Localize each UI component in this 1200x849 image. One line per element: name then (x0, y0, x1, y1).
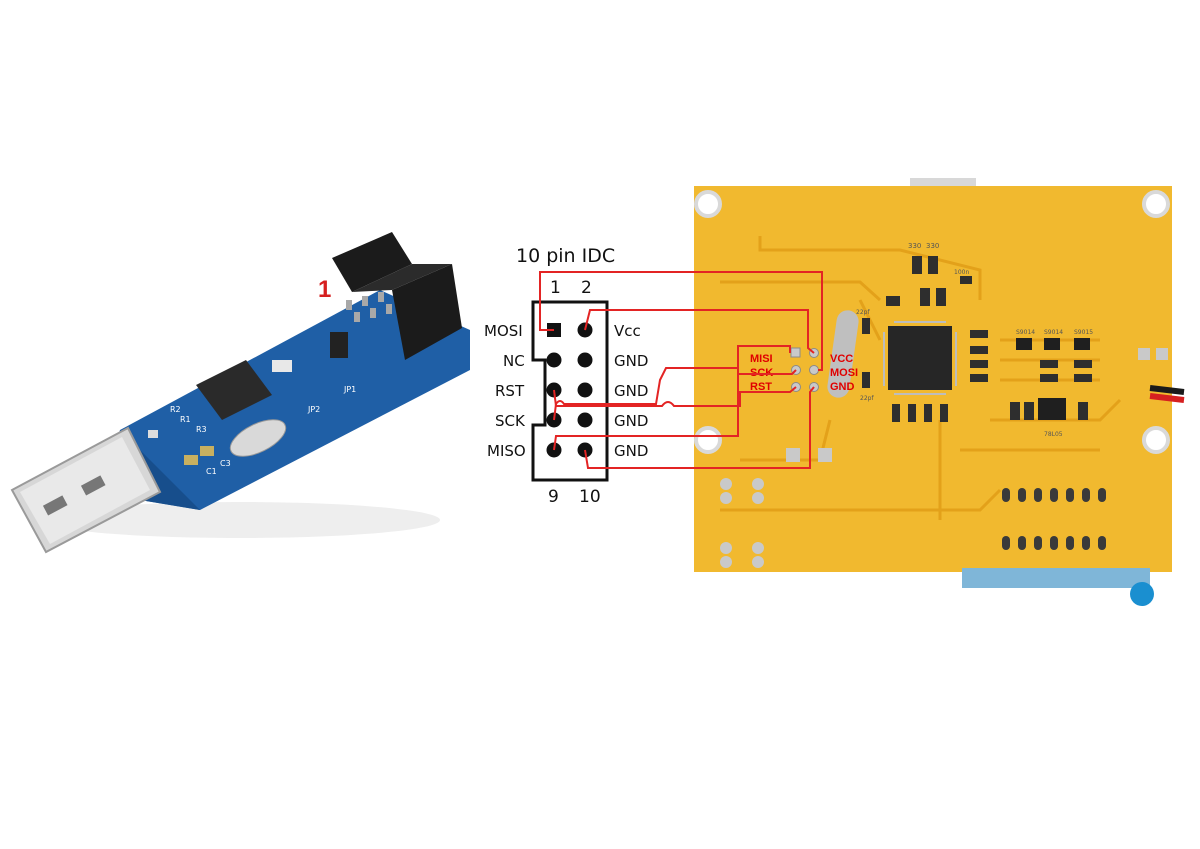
idc-left-label: NC (503, 352, 525, 370)
pcb-silk: S9014 (1044, 329, 1063, 336)
pcb-silk: 100n (954, 269, 969, 276)
transistors (1016, 338, 1090, 420)
idc-left-label: MISO (487, 442, 526, 460)
usbasp-label: JP1 (343, 385, 356, 394)
idc-pin-4 (577, 352, 593, 368)
idc-title: 10 pin IDC (516, 245, 615, 267)
pcb-silk: S9015 (1074, 329, 1093, 336)
pcb-isp-label-mosi: MOSI (830, 367, 858, 379)
wire-rst (553, 386, 797, 407)
idc-pin-3 (546, 352, 562, 368)
usbasp-label: R1 (180, 415, 191, 424)
smd-parts (862, 256, 1092, 422)
idc-pin-number: 9 (548, 487, 559, 507)
idc-pin-6 (577, 382, 593, 398)
pin1-marker: 1 (318, 276, 331, 303)
idc-pins (546, 322, 593, 458)
idc-right-label: GND (614, 382, 648, 400)
wire-vcc (584, 309, 815, 354)
pcb-silk: 330 (908, 242, 921, 250)
idc-right-label: GND (614, 442, 648, 460)
wire-miso (553, 345, 791, 451)
pcb-isp-header (790, 347, 819, 392)
th-pads (720, 478, 764, 568)
idc-outline (531, 300, 609, 482)
usbasp-label: R2 (170, 405, 181, 414)
usbasp-label: R3 (196, 425, 207, 434)
pcb-traces (720, 236, 1122, 520)
wire-mosi (539, 271, 823, 371)
pcb-silk: 78L05 (1044, 431, 1063, 438)
tester-pcb: 330 330 100n 22pf 22pf S9014 S9014 S9015… (694, 178, 1185, 606)
wire-gnd (584, 386, 815, 469)
pcb-crystal (827, 310, 859, 398)
pcb-isp-label-rst: RST (750, 381, 772, 393)
connection-wires (539, 271, 823, 469)
usbasp-mcu (196, 360, 272, 420)
idc-left-label: SCK (495, 412, 526, 430)
zif-socket (962, 568, 1150, 588)
idc-left-label: RST (495, 382, 525, 400)
pcb-isp-label-vcc: VCC (830, 353, 853, 365)
idc-left-label: MOSI (484, 322, 523, 340)
idc-pinout: 10 pin IDC 1 2 9 10 MOSI NC RST SCK MISO… (484, 245, 648, 507)
pcb-silk: 22pf (860, 395, 874, 402)
usbasp-label: C1 (206, 467, 217, 476)
pcb-isp-label-misi: MISI (750, 353, 773, 365)
idc-pin-8 (577, 412, 593, 428)
usbasp-programmer: 1 USBASP V2.0 Lcsoft Studio R2 R3 R1 C1 … (0, 226, 472, 566)
pcb-silk: 330 (926, 242, 939, 250)
pcb-isp-label-gnd: GND (830, 381, 855, 393)
usbasp-pins (346, 292, 392, 322)
usbasp-idc-header (332, 232, 412, 292)
usbasp-label: JP2 (307, 405, 320, 414)
crystal (229, 419, 287, 457)
usbasp-label: C3 (220, 459, 231, 468)
pcb-silk: 22pf (856, 309, 870, 316)
idc-right-label: Vcc (614, 322, 641, 340)
idc-pin-number: 1 (550, 278, 561, 298)
pcb-mcu (888, 326, 952, 390)
idc-right-label: GND (614, 412, 648, 430)
pcb-silk: S9014 (1016, 329, 1035, 336)
jumper-jp1 (330, 332, 348, 358)
idc-pin-number: 10 (579, 487, 601, 507)
lcd-header-pads (1002, 488, 1106, 550)
mounting-holes (694, 190, 1170, 454)
idc-right-label: GND (614, 352, 648, 370)
idc-pin-number: 2 (581, 278, 592, 298)
